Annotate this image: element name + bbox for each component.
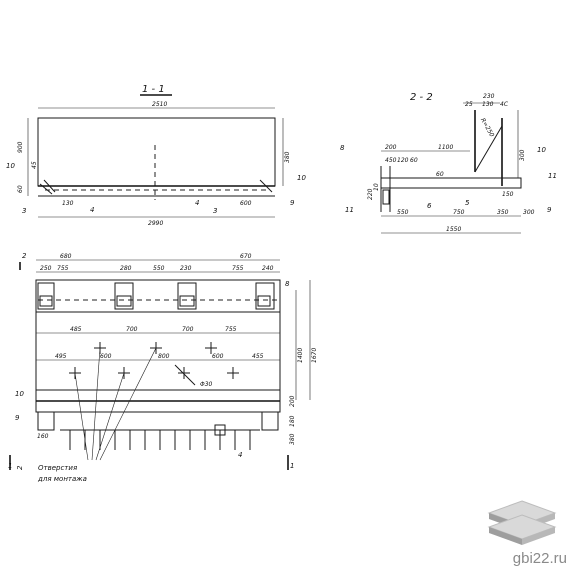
s1-dim-45: 45 <box>31 161 38 169</box>
s2-dim-120: 120 <box>397 157 409 164</box>
plan-dim-180: 180 <box>289 415 296 427</box>
s2-dim-300v: 300 <box>519 149 526 161</box>
s2-dim-130: 130 <box>482 101 494 108</box>
holes-row-1 <box>94 342 217 354</box>
plan-mid-700a: 700 <box>126 326 138 333</box>
s1-dim-130: 130 <box>62 200 74 207</box>
s2-dim-1100: 1100 <box>438 144 453 151</box>
s2-dim-60: 60 <box>410 157 418 164</box>
watermark-text: gbi22.ru <box>512 550 567 567</box>
s2-marker-5: 5 <box>465 199 470 207</box>
plan-dia: Φ30 <box>200 381 213 388</box>
plan-mid-485: 485 <box>70 326 82 333</box>
bottom-rebar-comb <box>60 424 260 450</box>
plan-dim-240: 240 <box>262 265 274 272</box>
s2-marker-6: 6 <box>427 202 432 210</box>
s2-dim-350: 350 <box>497 209 509 216</box>
s1-dim-600: 600 <box>240 200 252 207</box>
holes-row-2 <box>69 364 239 386</box>
section-2-2: 2 - 2 230 25 130 4С R=250 300 200 1100 4… <box>340 92 557 234</box>
plan-dim-250: 250 <box>40 265 52 272</box>
s2-marker-10: 10 <box>537 146 546 154</box>
s1-marker-9: 9 <box>290 199 295 207</box>
plan-marker-9: 9 <box>15 414 20 422</box>
s1-marker-4r: 4 <box>195 199 199 207</box>
plan-dim-200: 200 <box>289 395 296 407</box>
plan-mid2-495: 495 <box>55 353 67 360</box>
plan-mid2-600a: 600 <box>100 353 112 360</box>
plan-mid-700b: 700 <box>182 326 194 333</box>
s2-dim-r250: R=250 <box>479 117 495 139</box>
plan-dim-230: 230 <box>180 265 192 272</box>
s2-marker-11r: 11 <box>548 172 557 180</box>
plan-dim-670: 670 <box>240 253 252 260</box>
plan-dim-755a: 755 <box>57 265 69 272</box>
plan-marker-1r: 1 <box>290 462 294 470</box>
holes-note-line1: Отверстия <box>38 464 77 472</box>
plan-mid2-600b: 600 <box>212 353 224 360</box>
s1-marker-10l: 10 <box>6 162 15 170</box>
s2-dim-200: 200 <box>385 144 397 151</box>
s2-dim-750: 750 <box>453 209 465 216</box>
s2-dim-25: 25 <box>465 101 473 108</box>
s2-dim-450: 450 <box>385 157 397 164</box>
s1-dim-60: 60 <box>17 185 24 193</box>
s1-marker-3l: 3 <box>22 207 26 215</box>
plan-dim-1400: 1400 <box>297 348 304 363</box>
s2-dim-60b: 60 <box>436 171 444 178</box>
plan-mid2-455: 455 <box>252 353 264 360</box>
s2-dim-220: 220 <box>367 188 374 200</box>
section-1-1: 1 - 1 2510 900 45 60 380 2990 130 600 10… <box>6 84 306 227</box>
s2-dim-150: 150 <box>502 191 514 198</box>
plan-view: 680 670 250 755 280 550 230 755 240 485 … <box>8 252 318 483</box>
s2-dim-10: 10 <box>373 183 380 191</box>
plan-marker-4: 4 <box>238 451 242 459</box>
plan-mid-755: 755 <box>225 326 237 333</box>
s1-dim-bottom: 2990 <box>148 220 163 227</box>
section-1-1-title: 1 - 1 <box>142 84 165 95</box>
plan-dim-380: 380 <box>289 433 296 445</box>
s1-marker-4l: 4 <box>90 206 94 214</box>
s2-dim-550: 550 <box>397 209 409 216</box>
plan-dim-755b: 755 <box>232 265 244 272</box>
plan-marker-2top: 2 <box>22 252 27 260</box>
plan-mid2-800: 800 <box>158 353 170 360</box>
plan-dim-160: 160 <box>37 433 49 440</box>
s2-marker-9: 9 <box>547 206 552 214</box>
plan-marker-8: 8 <box>285 280 290 288</box>
plan-marker-10: 10 <box>15 390 24 398</box>
s1-marker-3r: 3 <box>213 207 217 215</box>
plan-dim-680: 680 <box>60 253 72 260</box>
s1-dim-right: 380 <box>284 151 291 163</box>
s2-dim-1550: 1550 <box>446 226 461 233</box>
s2-dim-230: 230 <box>483 93 495 100</box>
section-2-2-title: 2 - 2 <box>410 92 433 103</box>
s1-marker-10r: 10 <box>297 174 306 182</box>
plan-dim-280: 280 <box>120 265 132 272</box>
s2-dim-300: 300 <box>523 209 535 216</box>
s2-marker-11l: 11 <box>345 206 354 214</box>
plan-marker-2bot: 2 <box>16 465 24 470</box>
holes-note-line2: для монтажа <box>37 475 87 483</box>
plan-dim-550: 550 <box>153 265 165 272</box>
s1-dim-top: 2510 <box>152 101 167 108</box>
plan-dim-1670: 1670 <box>311 348 318 363</box>
s2-marker-8: 8 <box>340 144 345 152</box>
gbi22-logo-icon <box>487 500 557 545</box>
s2-dim-4c: 4С <box>500 101 509 108</box>
s1-dim-left: 900 <box>17 141 24 153</box>
